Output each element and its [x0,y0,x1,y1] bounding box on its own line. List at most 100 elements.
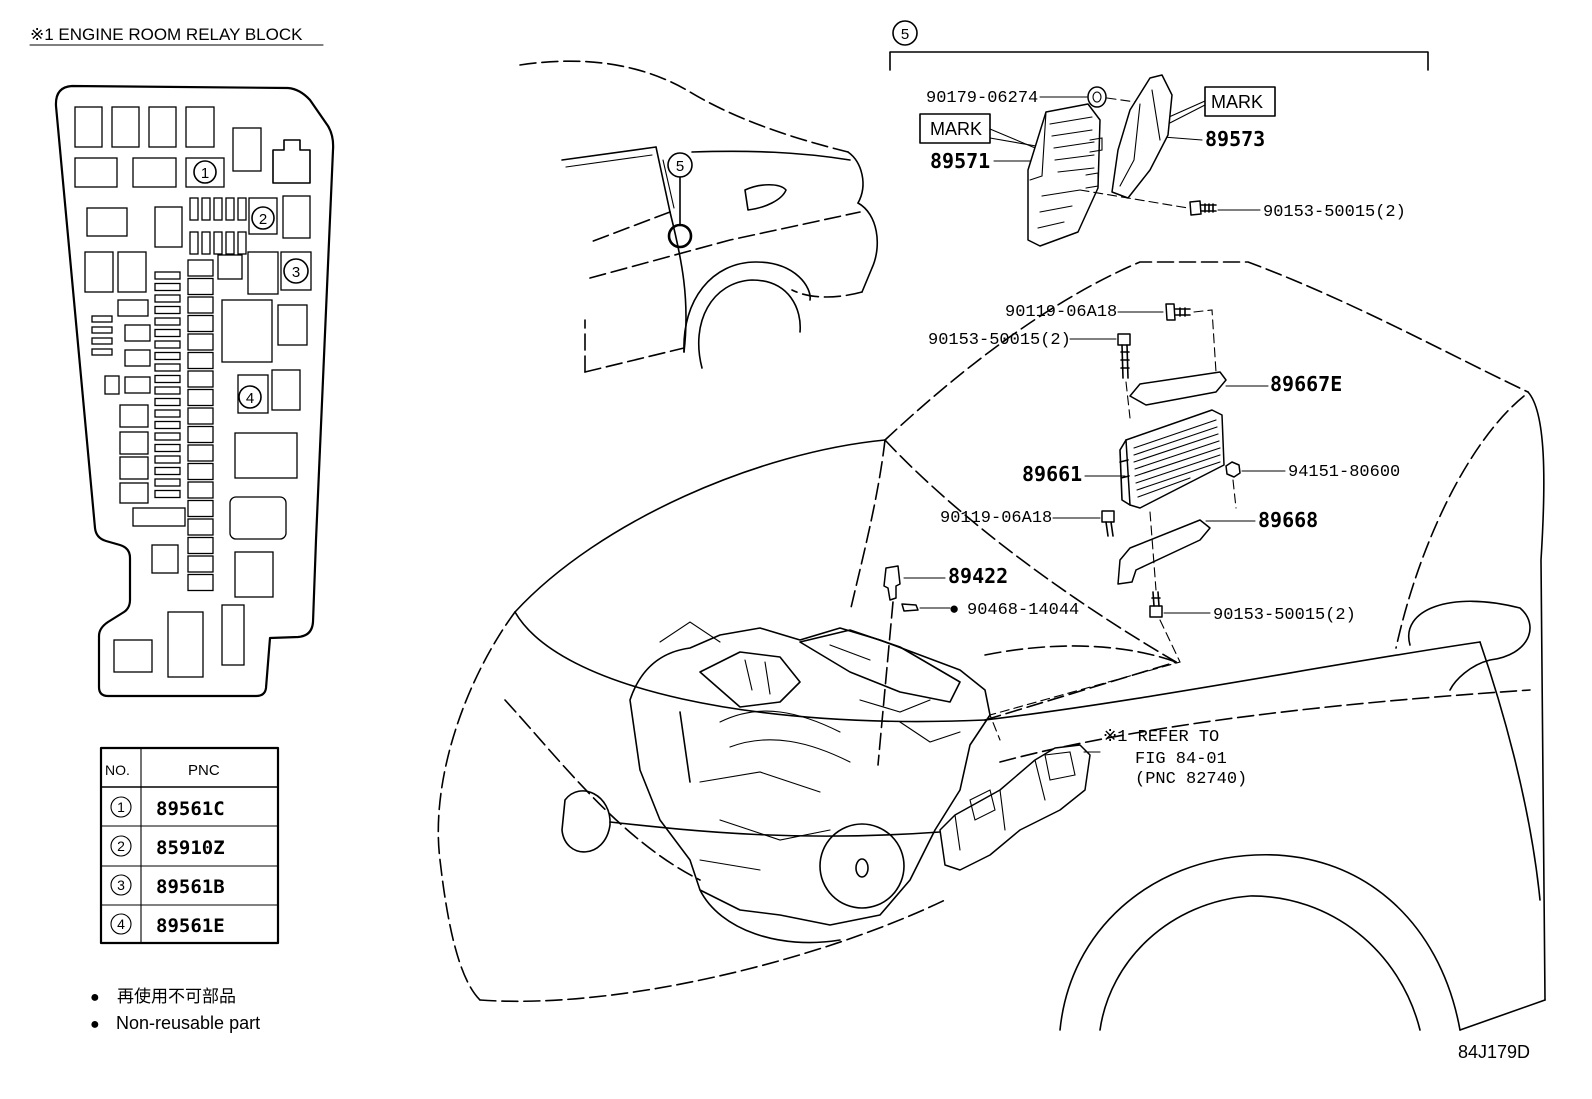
hood-center-crease [849,439,886,613]
relay-marker-2: 2 [251,206,275,230]
relay-slot [187,277,214,296]
legend-bullet: ● [90,1016,100,1033]
relay-block-in-vehicle [939,744,1091,871]
relay-slot [234,432,298,479]
relay-slot [225,197,235,221]
callout-90153-50015-upper: 90153-50015(2) [928,331,1071,350]
bolt-shank [1151,591,1161,607]
relay-slot [187,333,214,351]
row-number-circle [110,835,132,857]
relay-slot [91,337,113,345]
row-number-circle [110,913,132,935]
leader-line [1162,136,1203,141]
relay-slot [187,555,214,573]
side-mirror [1407,600,1531,691]
windshield-outline [884,261,1529,441]
vehicle-front-view [437,261,1546,1031]
ecu-89661-connector [1119,439,1131,506]
relay-slot [154,374,181,384]
door-line [1479,641,1541,901]
relay-slot [117,251,147,293]
assembly-line [989,511,1181,741]
assembly-line [1079,189,1189,209]
location-marker-label: 5 [676,158,684,175]
relay-slot [187,425,214,444]
relay-slot [86,207,128,237]
relay-slot [282,195,311,239]
sensor-89422 [883,565,901,601]
relay-slot [187,536,214,555]
relay-marker-circle [283,258,309,284]
row-number-circle [110,796,132,818]
ecu-89661-fins [1133,419,1221,498]
bolt-icon [1101,510,1115,523]
relay-slot [185,157,225,188]
relay-block-panel: ※1 ENGINE ROOM RELAY BLOCK 1 2 3 4 [29,25,335,698]
roof-line [519,60,849,153]
relay-slot [104,375,120,395]
nut-icon [1225,461,1241,478]
row-number: 1 [117,799,125,815]
callout-89668: 89668 [1258,508,1318,532]
relay-slot [154,317,181,326]
relay-slot [154,432,181,441]
ecu-assembly: 90119-06A18 90153-50015(2) 89667E 89661 … [883,303,1400,789]
relay-slot [119,482,149,504]
legend-label-ja: 再使用不可部品 [117,986,236,1006]
quarter-window-top [561,146,657,161]
grille-curve [504,699,701,881]
nut-hole [1092,91,1102,103]
callout-90119-06a18-upper: 90119-06A18 [1005,303,1117,322]
row-number-circle [110,874,132,896]
headlight [561,790,611,853]
relay-slot [187,407,214,425]
relay-slot [187,370,214,388]
relay-marker-label: 3 [292,264,300,281]
mark-label-left: MARK [930,119,982,139]
relay-slot [185,106,215,148]
sensor-harness [877,601,894,766]
relay-slot [154,420,181,430]
relay-marker-circle [193,160,217,184]
legend: ● 再使用不可部品 ● Non-reusable part [90,986,260,1033]
callout-90179-06274: 90179-06274 [926,89,1038,108]
location-marker-5: 5 [667,152,693,249]
table-row: 3 89561B [110,874,225,898]
bolt-shank [1200,203,1217,213]
relay-slot [154,340,181,349]
rear-wheel-arch [683,261,811,353]
bolt-shank [1105,521,1114,537]
pnc-table-border [99,746,280,945]
engine-detail [659,621,961,871]
headlight-extension [609,821,941,837]
callout-90468-14044: 90468-14044 [967,601,1079,620]
relay-slot [148,106,177,148]
leader-line [989,137,1037,147]
relay-slot [154,282,181,292]
relay-slot [119,456,149,480]
trunk-lid [847,151,864,204]
engine-outline [629,627,991,926]
callout-89422: 89422 [948,564,1008,588]
row-pnc: 89561C [156,798,225,820]
callout-90119-06a18-lower: 90119-06A18 [940,509,1052,528]
relay-connector-housing [272,139,311,184]
relay-slot [189,197,199,221]
ecu-89571-connector [1085,137,1103,189]
relay-slot [154,466,181,476]
legend-bullet: ● [90,989,100,1006]
relay-slot [221,299,273,363]
bolt-shank [1120,344,1130,379]
bracket-89667e [1129,371,1227,406]
quarter-window-frame [662,159,675,209]
relay-slot [271,369,301,411]
non-reusable-bullet: ● [949,599,959,618]
bolt-icon [1149,605,1163,618]
refer-note-line-3: (PNC 82740) [1135,770,1247,789]
assembly-line [1125,381,1131,419]
relay-slot [217,254,243,280]
wheel-hub-center [855,858,869,878]
relay-slot [154,386,181,395]
relay-slot [187,259,214,277]
relay-block-title: ※1 ENGINE ROOM RELAY BLOCK [30,25,303,44]
